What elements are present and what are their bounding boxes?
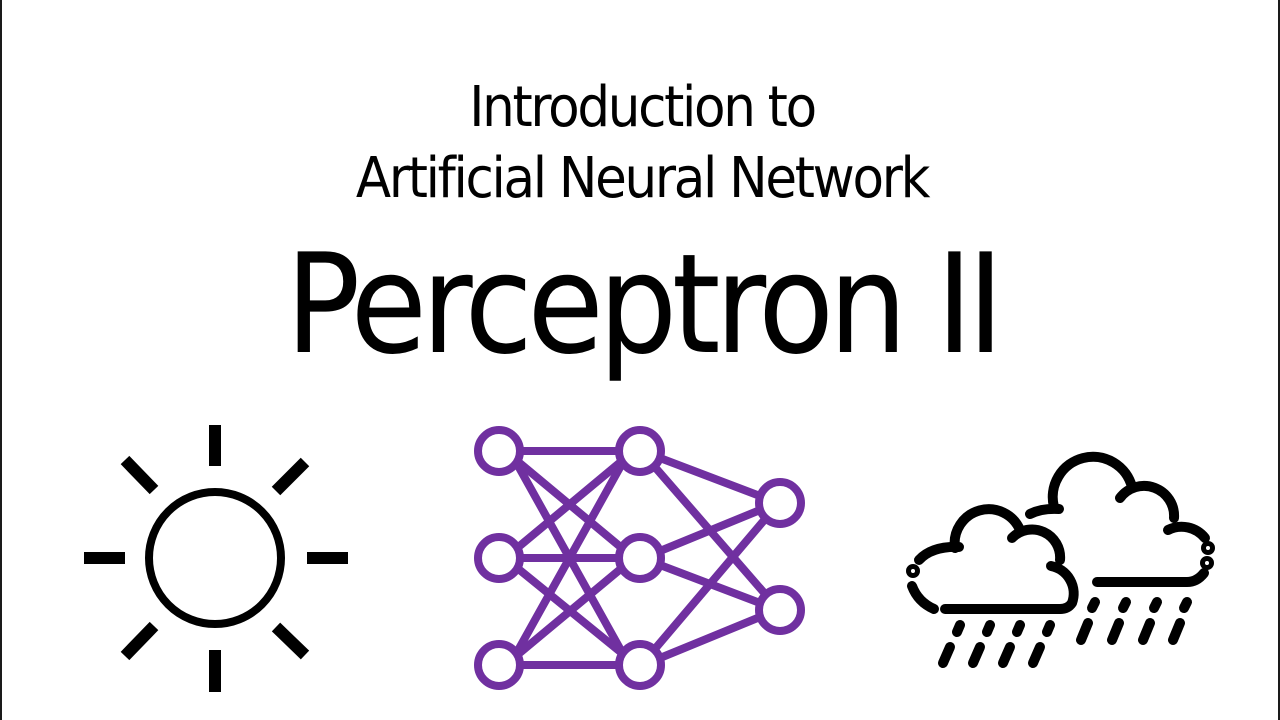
lecture-title: Perceptron II: [285, 224, 1003, 385]
course-title-line-2: Artificial Neural Network: [355, 146, 931, 211]
course-title-line-1: Introduction to: [469, 75, 817, 140]
